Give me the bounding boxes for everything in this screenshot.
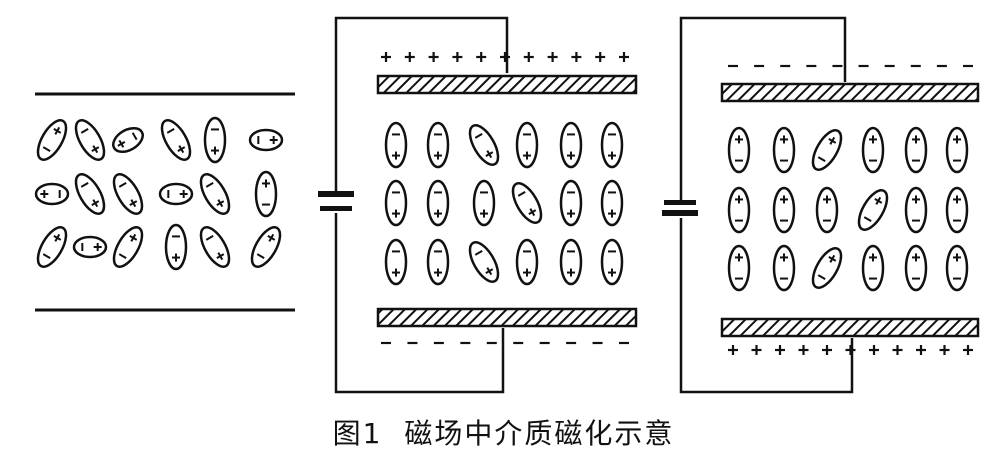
dipole-molecule bbox=[203, 116, 227, 164]
positive-charge bbox=[916, 345, 926, 355]
dipole-molecule bbox=[815, 186, 839, 234]
positive-charge bbox=[476, 52, 487, 62]
dipole-molecule bbox=[559, 121, 583, 169]
dipole-molecule bbox=[384, 179, 408, 227]
positive-charge bbox=[571, 52, 582, 62]
dipole-molecule bbox=[772, 244, 796, 292]
bottom-plate bbox=[376, 307, 638, 328]
dipole-molecule bbox=[857, 189, 889, 231]
dipole-molecule bbox=[772, 126, 796, 174]
top-plate bbox=[376, 74, 638, 95]
dipole-molecule bbox=[112, 126, 144, 154]
dipole-molecule bbox=[559, 179, 583, 227]
positive-charge bbox=[452, 52, 463, 62]
dipole-molecule bbox=[861, 126, 885, 174]
dipole-molecule bbox=[254, 170, 278, 218]
positive-charge bbox=[523, 52, 534, 62]
dipole-molecule bbox=[426, 121, 450, 169]
figure-number: 图1 bbox=[332, 417, 383, 450]
dipole-molecule bbox=[861, 244, 885, 292]
positive-charge bbox=[892, 345, 903, 355]
dipole-molecule bbox=[426, 238, 450, 286]
molecule-group-polarized-up bbox=[727, 126, 969, 292]
dipole-molecule bbox=[945, 186, 969, 234]
figure-caption: 图1 磁场中介质磁化示意 bbox=[0, 412, 1007, 452]
dipole-molecule bbox=[384, 238, 408, 286]
dielectric-polarization-diagram bbox=[34, 16, 980, 394]
dipole-molecule bbox=[904, 186, 928, 234]
dipole-molecule bbox=[468, 241, 500, 283]
dipole-molecule bbox=[945, 126, 969, 174]
figure-title: 磁场中介质磁化示意 bbox=[404, 417, 675, 450]
dipole-molecule bbox=[904, 244, 928, 292]
top-plate bbox=[720, 82, 980, 103]
positive-charge bbox=[619, 52, 629, 62]
dipole-molecule bbox=[811, 247, 843, 289]
dipole-molecule bbox=[36, 119, 68, 161]
dipole-molecule bbox=[515, 121, 539, 169]
dipole-molecule bbox=[112, 226, 144, 268]
battery-symbol bbox=[662, 200, 698, 216]
dipole-molecule bbox=[727, 186, 751, 234]
positive-charge bbox=[500, 52, 510, 62]
positive-charge bbox=[798, 345, 809, 355]
dipole-molecule bbox=[74, 119, 106, 161]
panel-capacitor-top-positive bbox=[318, 16, 638, 394]
dipole-molecule bbox=[468, 124, 500, 166]
panel-capacitor-top-negative bbox=[662, 16, 980, 394]
molecule-group-unpolarized bbox=[34, 116, 284, 271]
dipole-molecule bbox=[472, 179, 496, 227]
bottom-plate-charges bbox=[728, 345, 973, 355]
positive-charge bbox=[728, 345, 738, 355]
dipole-molecule bbox=[160, 119, 192, 161]
positive-charge bbox=[428, 52, 439, 62]
dipole-molecule bbox=[164, 223, 188, 271]
circuit-wire bbox=[334, 16, 509, 394]
dipole-molecule bbox=[727, 244, 751, 292]
dipole-molecule bbox=[426, 179, 450, 227]
positive-charge bbox=[404, 52, 415, 62]
dipole-molecule bbox=[384, 121, 408, 169]
dipole-molecule bbox=[559, 238, 583, 286]
dipole-molecule bbox=[727, 126, 751, 174]
positive-charge bbox=[547, 52, 558, 62]
positive-charge bbox=[822, 345, 832, 355]
panel-no-field bbox=[34, 92, 295, 312]
dipole-molecule bbox=[199, 226, 231, 268]
circuit-wire bbox=[679, 16, 854, 394]
dipole-molecule bbox=[945, 244, 969, 292]
dipole-molecule bbox=[36, 226, 68, 268]
dipole-molecule bbox=[112, 173, 144, 215]
dipole-molecule bbox=[72, 235, 108, 259]
positive-charge bbox=[845, 345, 856, 355]
molecule-group-polarized-down bbox=[384, 121, 624, 286]
dipole-molecule bbox=[600, 121, 624, 169]
top-plate-charges bbox=[381, 52, 629, 62]
positive-charge bbox=[963, 345, 973, 355]
battery-symbol bbox=[318, 191, 354, 211]
dipole-molecule bbox=[248, 128, 284, 152]
dipole-molecule bbox=[74, 173, 106, 215]
dipole-molecule bbox=[250, 226, 282, 268]
dipole-molecule bbox=[515, 238, 539, 286]
bottom-plate bbox=[720, 317, 980, 338]
positive-charge bbox=[751, 345, 762, 355]
dipole-molecule bbox=[600, 238, 624, 286]
dipole-molecule bbox=[158, 182, 194, 206]
positive-charge bbox=[869, 345, 879, 355]
positive-charge bbox=[939, 345, 950, 355]
dipole-molecule bbox=[34, 182, 70, 206]
dipole-molecule bbox=[904, 126, 928, 174]
dipole-molecule bbox=[772, 186, 796, 234]
dipole-molecule bbox=[811, 129, 843, 171]
dipole-molecule bbox=[511, 182, 543, 224]
positive-charge bbox=[775, 345, 785, 355]
positive-charge bbox=[381, 52, 391, 62]
dipole-molecule bbox=[199, 173, 231, 215]
dipole-molecule bbox=[600, 179, 624, 227]
positive-charge bbox=[595, 52, 606, 62]
